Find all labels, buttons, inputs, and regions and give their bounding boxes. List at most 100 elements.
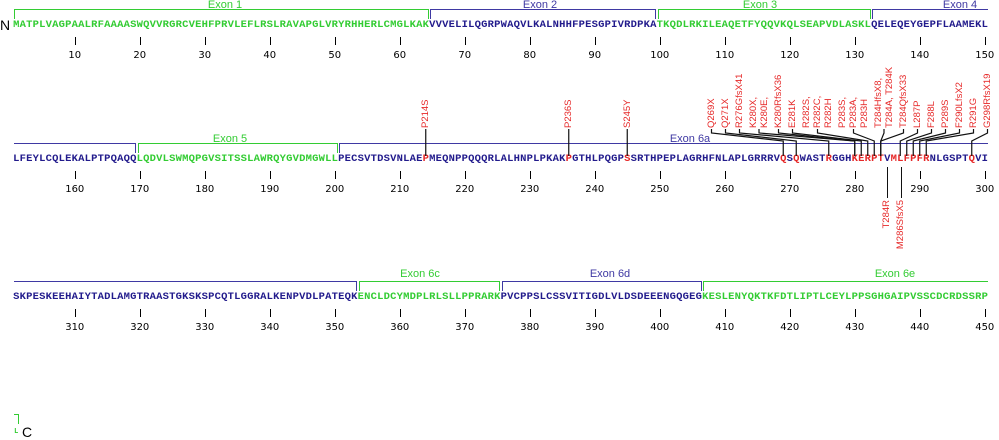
residue: W xyxy=(318,153,325,165)
residue: A xyxy=(110,19,117,31)
residue: Q xyxy=(897,19,904,31)
tick-label: 420 xyxy=(780,322,800,333)
residue: C xyxy=(513,291,520,303)
residue: A xyxy=(507,19,514,31)
residue: H xyxy=(201,19,208,31)
residue: P xyxy=(208,291,215,303)
tick-label: 410 xyxy=(715,322,735,333)
tick-mark xyxy=(919,37,921,45)
residue: S xyxy=(949,153,956,165)
residue: V xyxy=(45,19,52,31)
exon-bracket xyxy=(339,143,988,153)
tick-mark xyxy=(399,309,401,317)
residue: A xyxy=(104,19,111,31)
residue: S xyxy=(715,291,722,303)
tick-mark xyxy=(74,37,76,45)
residue: G xyxy=(942,153,949,165)
residue: T xyxy=(169,291,176,303)
residue: R xyxy=(474,291,481,303)
residue: S xyxy=(39,291,46,303)
mutation-label: K280X, K280E, xyxy=(748,96,770,128)
residue: E xyxy=(344,153,351,165)
tick-mark xyxy=(204,171,206,179)
residue: P xyxy=(305,19,312,31)
residue: P xyxy=(32,19,39,31)
residue: G xyxy=(611,153,618,165)
residue: L xyxy=(845,291,852,303)
residue: E xyxy=(877,19,884,31)
residue: V xyxy=(611,291,618,303)
tick-label: 390 xyxy=(585,322,605,333)
tick-mark xyxy=(464,37,466,45)
tick-label: 60 xyxy=(393,50,407,61)
residue: H xyxy=(877,291,884,303)
residue: M xyxy=(305,153,312,165)
residue: I xyxy=(799,291,806,303)
residue: A xyxy=(949,19,956,31)
residue: G xyxy=(591,291,598,303)
mutation-label: S245Y xyxy=(621,99,633,128)
mutation-label: T284R xyxy=(881,200,892,229)
residue: F xyxy=(916,153,923,165)
residue: Q xyxy=(468,153,475,165)
residue: P xyxy=(734,153,741,165)
residue: N xyxy=(552,19,559,31)
residue: L xyxy=(84,153,91,165)
residue: R xyxy=(221,19,228,31)
tick-label: 380 xyxy=(520,322,540,333)
residue: F xyxy=(208,19,215,31)
residue: Q xyxy=(871,19,878,31)
residue: L xyxy=(253,19,260,31)
residue: T xyxy=(578,291,585,303)
residue: V xyxy=(299,291,306,303)
residue: T xyxy=(741,19,748,31)
residue: Y xyxy=(279,153,286,165)
residue: A xyxy=(682,153,689,165)
tick-label: 280 xyxy=(845,184,865,195)
residue: A xyxy=(890,291,897,303)
residue: A xyxy=(299,19,306,31)
mutation-label: M286SfsX5 xyxy=(895,200,906,250)
residue: E xyxy=(708,291,715,303)
residue: A xyxy=(253,153,260,165)
residue: R xyxy=(825,153,832,165)
residue: G xyxy=(695,291,702,303)
tick-mark xyxy=(724,309,726,317)
residue: G xyxy=(396,19,403,31)
residue: Q xyxy=(221,291,228,303)
residue: P xyxy=(981,291,988,303)
residue: D xyxy=(598,291,605,303)
tick-label: 270 xyxy=(780,184,800,195)
residue: S xyxy=(630,153,637,165)
residue: R xyxy=(429,291,436,303)
residue: Q xyxy=(669,19,676,31)
residue: L xyxy=(422,291,429,303)
tick-mark xyxy=(854,171,856,179)
residue: A xyxy=(97,291,104,303)
residue: K xyxy=(663,19,670,31)
residue: S xyxy=(533,291,540,303)
tick-label: 80 xyxy=(523,50,537,61)
residue: L xyxy=(110,291,117,303)
residue: A xyxy=(409,153,416,165)
residue: C xyxy=(929,291,936,303)
residue: E xyxy=(689,291,696,303)
residue: S xyxy=(559,291,566,303)
residue: L xyxy=(838,19,845,31)
residue: I xyxy=(572,291,579,303)
residue: Q xyxy=(442,153,449,165)
residue: P xyxy=(565,153,572,165)
residue: E xyxy=(58,291,65,303)
residue: H xyxy=(585,153,592,165)
residue: G xyxy=(669,291,676,303)
residue: H xyxy=(513,153,520,165)
residue: V xyxy=(156,19,163,31)
residue: P xyxy=(598,153,605,165)
residue: P xyxy=(910,153,917,165)
residue: R xyxy=(689,19,696,31)
mutation-label: P236S xyxy=(563,99,575,128)
residue: P xyxy=(455,153,462,165)
tick-mark xyxy=(269,171,271,179)
mutation-label: K280RfsX36 xyxy=(773,74,784,128)
residue: V xyxy=(825,19,832,31)
